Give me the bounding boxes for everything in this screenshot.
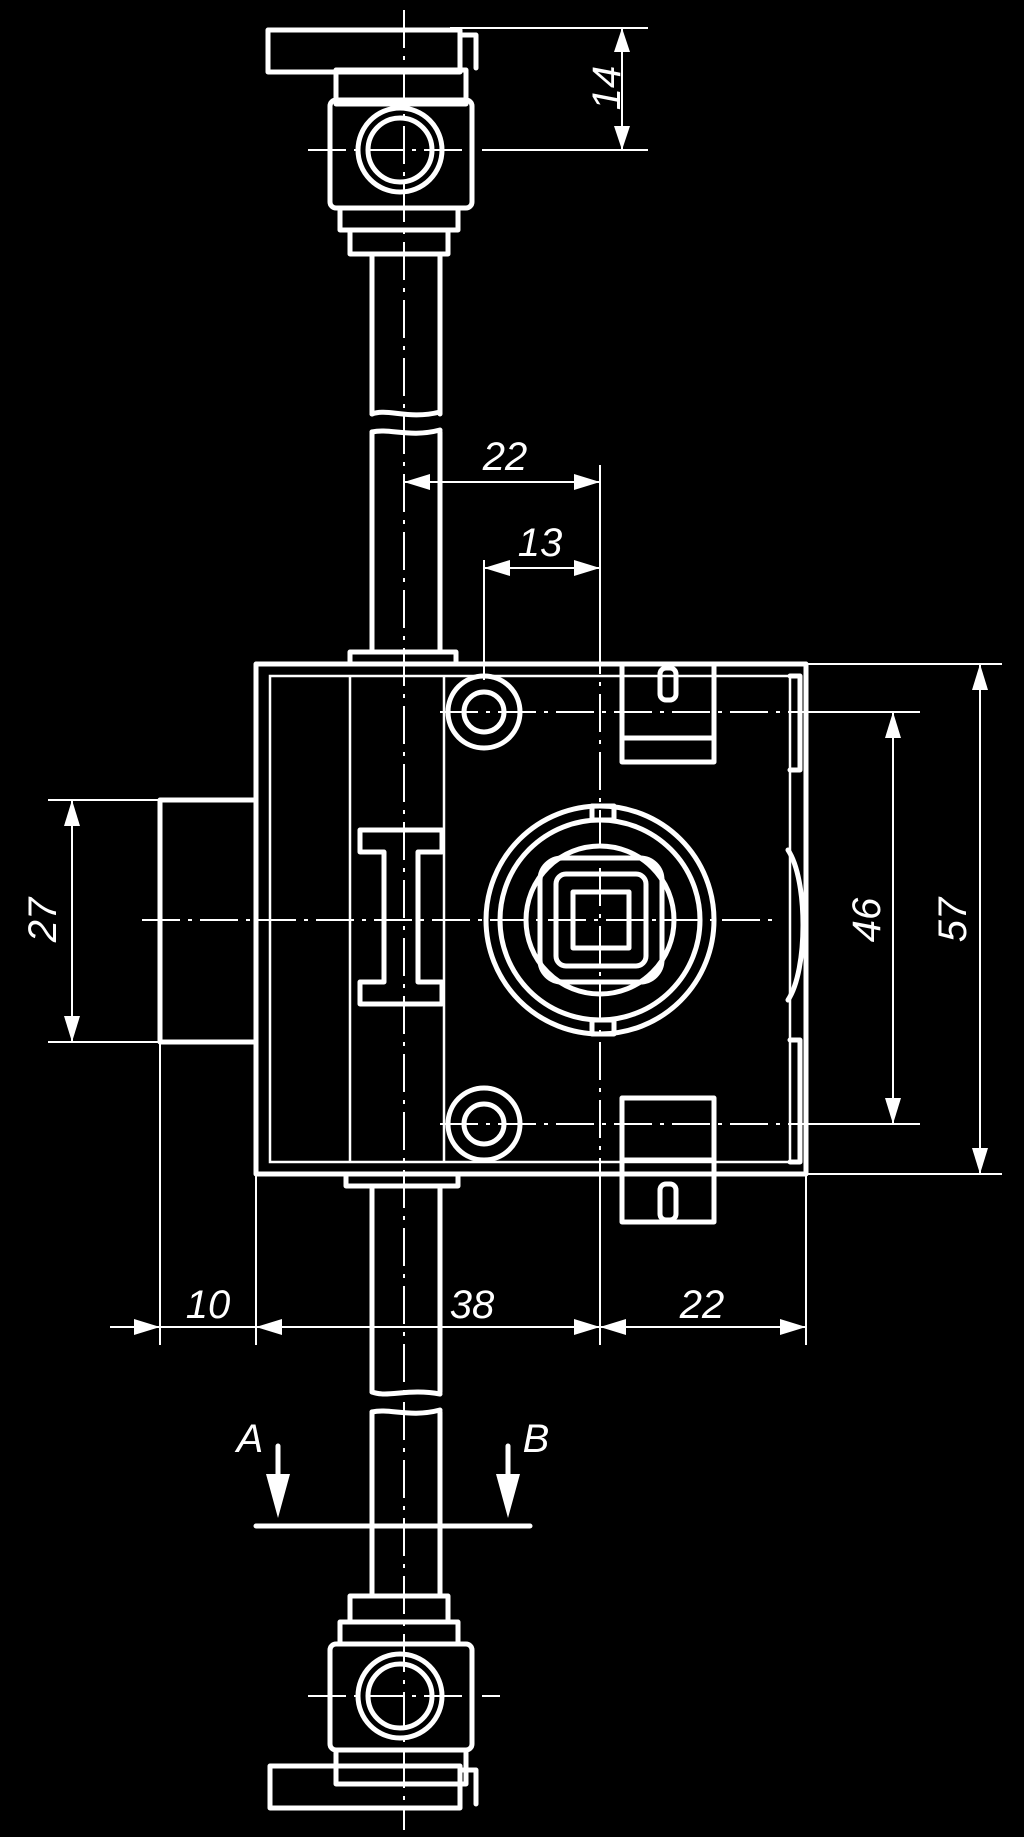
section-label-a: A xyxy=(235,1417,264,1461)
section-label-b: B xyxy=(523,1417,550,1461)
back-projection xyxy=(157,797,259,1045)
dimension-10-label: 10 xyxy=(186,1283,231,1327)
top-rod-guide xyxy=(265,27,500,257)
dimension-46-label: 46 xyxy=(845,897,889,942)
dimension-22-top-label: 22 xyxy=(482,435,528,479)
dimension-27-label: 27 xyxy=(21,896,65,943)
dimension-22-bottom-label: 22 xyxy=(679,1283,725,1327)
section-line xyxy=(253,1443,533,1529)
dimension-lines xyxy=(48,27,1002,1345)
dimension-13-label: 13 xyxy=(518,521,563,565)
dimension-57-label: 57 xyxy=(931,896,975,942)
dimension-38-label: 38 xyxy=(450,1283,495,1327)
lock-body xyxy=(142,520,809,1225)
bottom-rod xyxy=(343,1171,461,1599)
dimension-14-label: 14 xyxy=(585,66,629,111)
bottom-rod-guide xyxy=(267,1593,500,1811)
